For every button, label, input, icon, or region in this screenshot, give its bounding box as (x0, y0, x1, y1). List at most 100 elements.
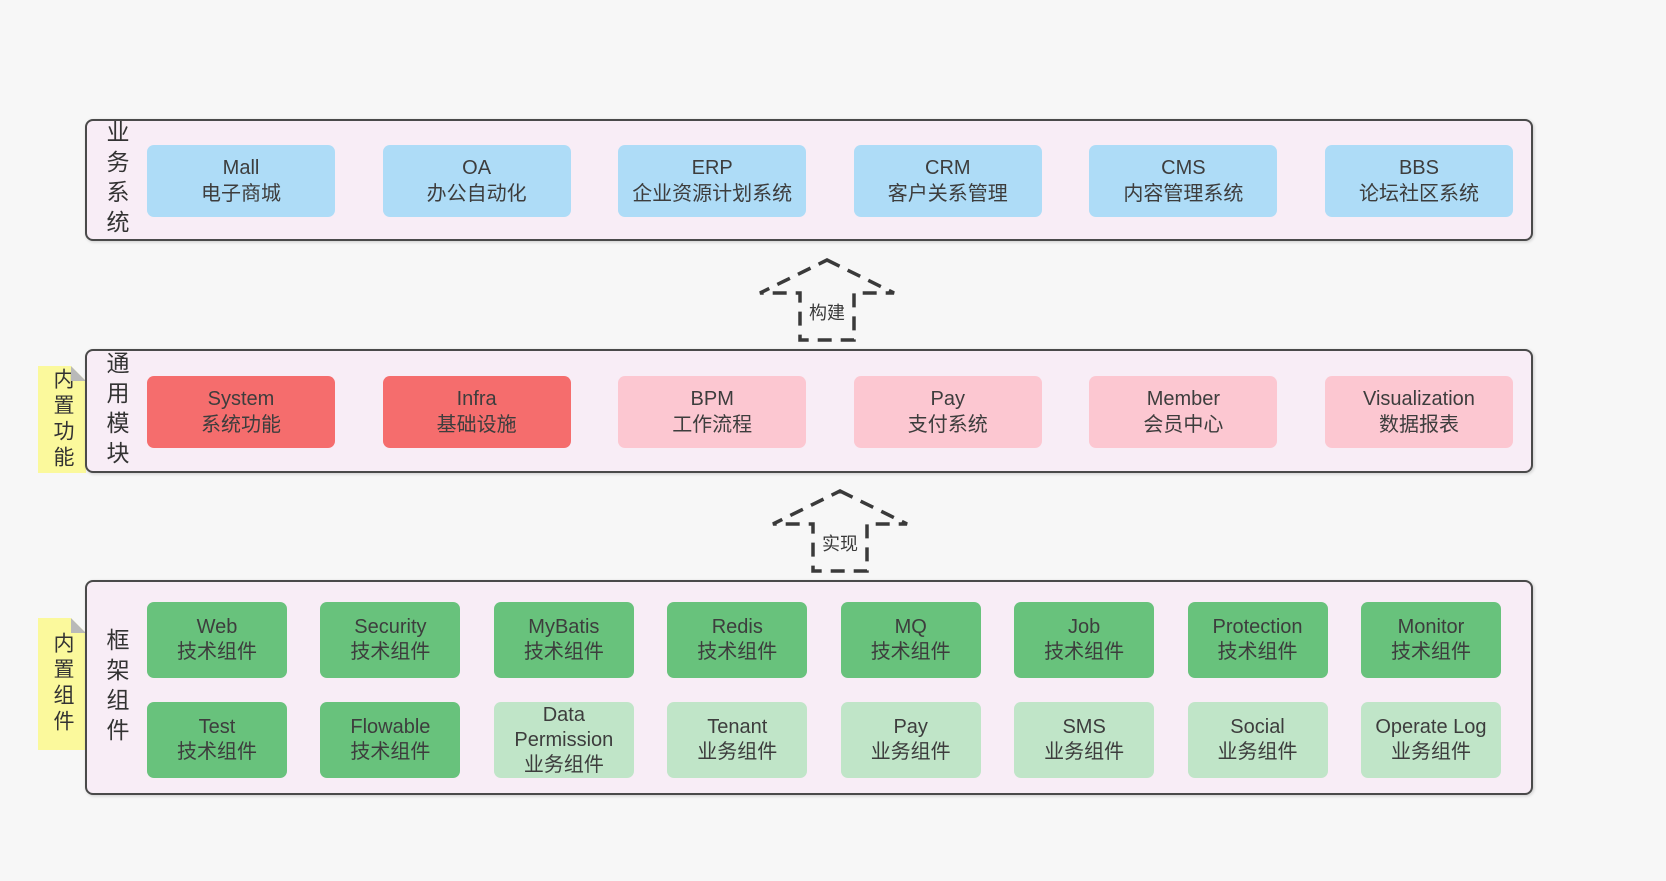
box-member: Member 会员中心 (1089, 376, 1278, 448)
box-operate-log: Operate Log 业务组件 (1360, 702, 1501, 778)
box-subtitle: 业务组件 (1217, 741, 1298, 763)
box-subtitle: 支付系统 (907, 414, 988, 436)
box-subtitle: 会员中心 (1143, 414, 1224, 436)
box-title: Member (1146, 387, 1221, 410)
box-bbs: BBS 论坛社区系统 (1324, 145, 1513, 217)
box-title: Data Permission (514, 703, 614, 751)
box-title: Monitor (1397, 616, 1465, 638)
box-title: Protection (1212, 616, 1303, 638)
box-title: SMS (1062, 716, 1106, 738)
box-title: BBS (1398, 156, 1439, 179)
common-modules-layer: 通用模块 System 系统功能 Infra 基础设施 BPM 工作流程 Pay… (85, 349, 1533, 473)
note-text: 内置组件 (51, 632, 74, 736)
box-subtitle: 数据报表 (1378, 414, 1459, 436)
box-title: System (207, 387, 275, 410)
box-title: Security (354, 616, 427, 638)
folded-corner-icon (71, 366, 86, 381)
layer-label-modules: 通用模块 (103, 351, 129, 471)
box-subtitle: 技术组件 (697, 641, 778, 663)
box-job: Job 技术组件 (1014, 602, 1155, 678)
box-security: Security 技术组件 (320, 602, 461, 678)
box-crm: CRM 客户关系管理 (853, 145, 1042, 217)
box-erp: ERP 企业资源计划系统 (618, 145, 807, 217)
layer-label-components: 框架组件 (103, 627, 129, 748)
box-subtitle: 内容管理系统 (1123, 183, 1244, 205)
box-title: Social (1230, 716, 1285, 738)
box-title: Job (1067, 616, 1101, 638)
box-subtitle: 业务组件 (1390, 741, 1471, 763)
box-monitor: Monitor 技术组件 (1360, 602, 1501, 678)
implement-arrow-label: 实现 (820, 530, 860, 556)
box-subtitle: 业务组件 (870, 741, 951, 763)
box-infra: Infra 基础设施 (382, 376, 571, 448)
box-web: Web 技术组件 (147, 602, 287, 678)
business-systems-layer: 业务系统 Mall 电子商城 OA 办公自动化 ERP 企业资源计划系统 CRM… (85, 119, 1533, 241)
box-cms: CMS 内容管理系统 (1089, 145, 1278, 217)
box-subtitle: 技术组件 (177, 641, 257, 663)
box-subtitle: 技术组件 (177, 741, 257, 763)
box-social: Social 业务组件 (1187, 702, 1328, 778)
folded-corner-icon (71, 618, 86, 633)
box-title: Pay (930, 387, 966, 410)
builtin-components-note: 内置组件 (38, 618, 86, 750)
box-subtitle: 客户关系管理 (887, 183, 1008, 205)
box-title: CMS (1161, 156, 1206, 179)
box-mybatis: MyBatis 技术组件 (493, 602, 634, 678)
box-subtitle: 技术组件 (1390, 641, 1471, 663)
framework-components-layer: 框架组件 Web 技术组件 Security 技术组件 MyBatis 技术组件… (85, 580, 1533, 795)
box-subtitle: 业务组件 (1044, 741, 1125, 763)
box-title: Visualization (1363, 387, 1475, 410)
box-title: OA (462, 156, 492, 179)
box-title: Mall (222, 156, 260, 179)
box-title: Test (198, 716, 236, 738)
box-sms: SMS 业务组件 (1014, 702, 1155, 778)
box-subtitle: 业务组件 (697, 741, 778, 763)
builtin-features-note: 内置功能 (38, 366, 86, 473)
box-title: Web (196, 616, 238, 638)
box-title: Pay (893, 716, 928, 738)
box-test: Test 技术组件 (147, 702, 287, 778)
box-mall: Mall 电子商城 (147, 145, 335, 217)
dashed-up-arrow-icon (759, 258, 895, 342)
components-box-row-2: Test 技术组件 Flowable 技术组件 Data Permission … (147, 702, 1501, 778)
box-title: MQ (894, 616, 927, 638)
box-subtitle: 办公自动化 (426, 183, 527, 205)
box-subtitle: 企业资源计划系统 (632, 183, 793, 205)
build-arrow: 构建 (757, 257, 897, 343)
box-subtitle: 业务组件 (523, 753, 604, 776)
note-text: 内置功能 (51, 367, 74, 472)
box-subtitle: 技术组件 (350, 641, 431, 663)
dashed-up-arrow-icon (772, 489, 908, 573)
box-subtitle: 技术组件 (1217, 641, 1298, 663)
box-title: Operate Log (1375, 716, 1487, 738)
box-subtitle: 基础设施 (436, 414, 517, 436)
box-title: Redis (711, 616, 763, 638)
box-pay-biz: Pay 业务组件 (840, 702, 981, 778)
box-subtitle: 技术组件 (870, 641, 951, 663)
box-title: CRM (925, 156, 971, 179)
box-subtitle: 电子商城 (201, 183, 281, 205)
box-title: Flowable (350, 716, 431, 738)
business-box-row: Mall 电子商城 OA 办公自动化 ERP 企业资源计划系统 CRM 客户关系… (147, 145, 1513, 217)
box-bpm: BPM 工作流程 (618, 376, 807, 448)
box-subtitle: 论坛社区系统 (1358, 183, 1479, 205)
box-system: System 系统功能 (147, 376, 335, 448)
build-arrow-label: 构建 (807, 299, 847, 325)
box-pay: Pay 支付系统 (853, 376, 1042, 448)
box-subtitle: 技术组件 (523, 641, 604, 663)
box-subtitle: 系统功能 (201, 414, 281, 436)
box-data-permission: Data Permission 业务组件 (493, 702, 634, 778)
layer-label-business: 业务系统 (103, 120, 129, 240)
box-flowable: Flowable 技术组件 (320, 702, 461, 778)
box-title: Infra (456, 387, 497, 410)
implement-arrow: 实现 (770, 488, 910, 574)
components-box-row-1: Web 技术组件 Security 技术组件 MyBatis 技术组件 Redi… (147, 602, 1501, 678)
box-title: ERP (691, 156, 733, 179)
box-tenant: Tenant 业务组件 (667, 702, 808, 778)
modules-box-row: System 系统功能 Infra 基础设施 BPM 工作流程 Pay 支付系统… (147, 376, 1513, 448)
box-subtitle: 技术组件 (1044, 641, 1125, 663)
box-redis: Redis 技术组件 (667, 602, 808, 678)
box-subtitle: 技术组件 (350, 741, 431, 763)
box-visualization: Visualization 数据报表 (1324, 376, 1513, 448)
box-title: BPM (690, 387, 734, 410)
